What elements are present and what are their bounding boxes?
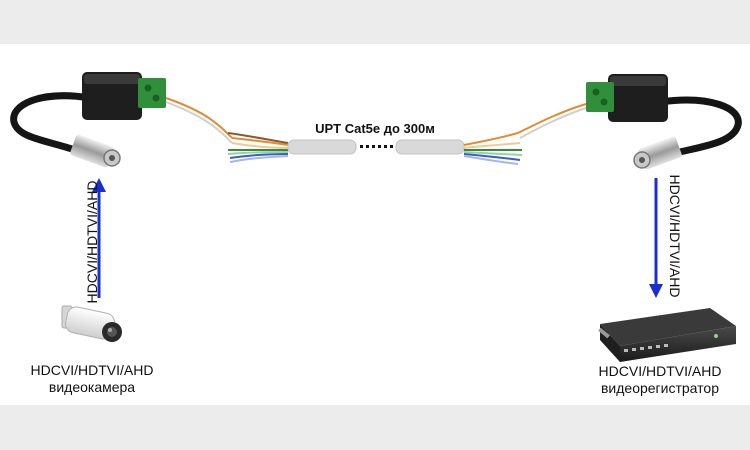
cable-label: UPT Cat5e до 300м	[315, 121, 435, 136]
left-balun	[10, 72, 166, 168]
left-bnc-connector	[70, 134, 114, 168]
dvr-icon	[598, 308, 736, 362]
camera-label: HDCVI/HDTVI/AHD видеокамера	[12, 362, 172, 396]
bottom-band	[0, 405, 750, 450]
camera-label-line2: видеокамера	[48, 379, 136, 395]
right-balun	[586, 74, 742, 170]
camera-label-line1: HDCVI/HDTVI/AHD	[30, 362, 154, 378]
right-down-arrow	[649, 178, 663, 298]
signal-label-left: HDCVI/HDTVI/AHD	[84, 180, 100, 304]
left-up-arrow	[92, 178, 106, 298]
recorder-label-line1: HDCVI/HDTVI/AHD	[598, 363, 722, 379]
camera-icon	[61, 305, 122, 342]
right-terminal-block	[586, 82, 614, 112]
recorder-label: HDCVI/HDTVI/AHD видеорегистратор	[580, 363, 740, 397]
right-twisted-pair	[463, 103, 587, 165]
cable-segment-left	[287, 139, 357, 155]
cable-break-dots	[360, 145, 393, 148]
top-band	[0, 0, 750, 44]
signal-label-right: HDCVI/HDTVI/AHD	[667, 174, 683, 298]
cable-segment-right	[395, 139, 465, 155]
left-terminal-block	[138, 78, 166, 108]
left-twisted-pair	[165, 97, 289, 163]
recorder-label-line2: видеорегистратор	[600, 380, 719, 396]
